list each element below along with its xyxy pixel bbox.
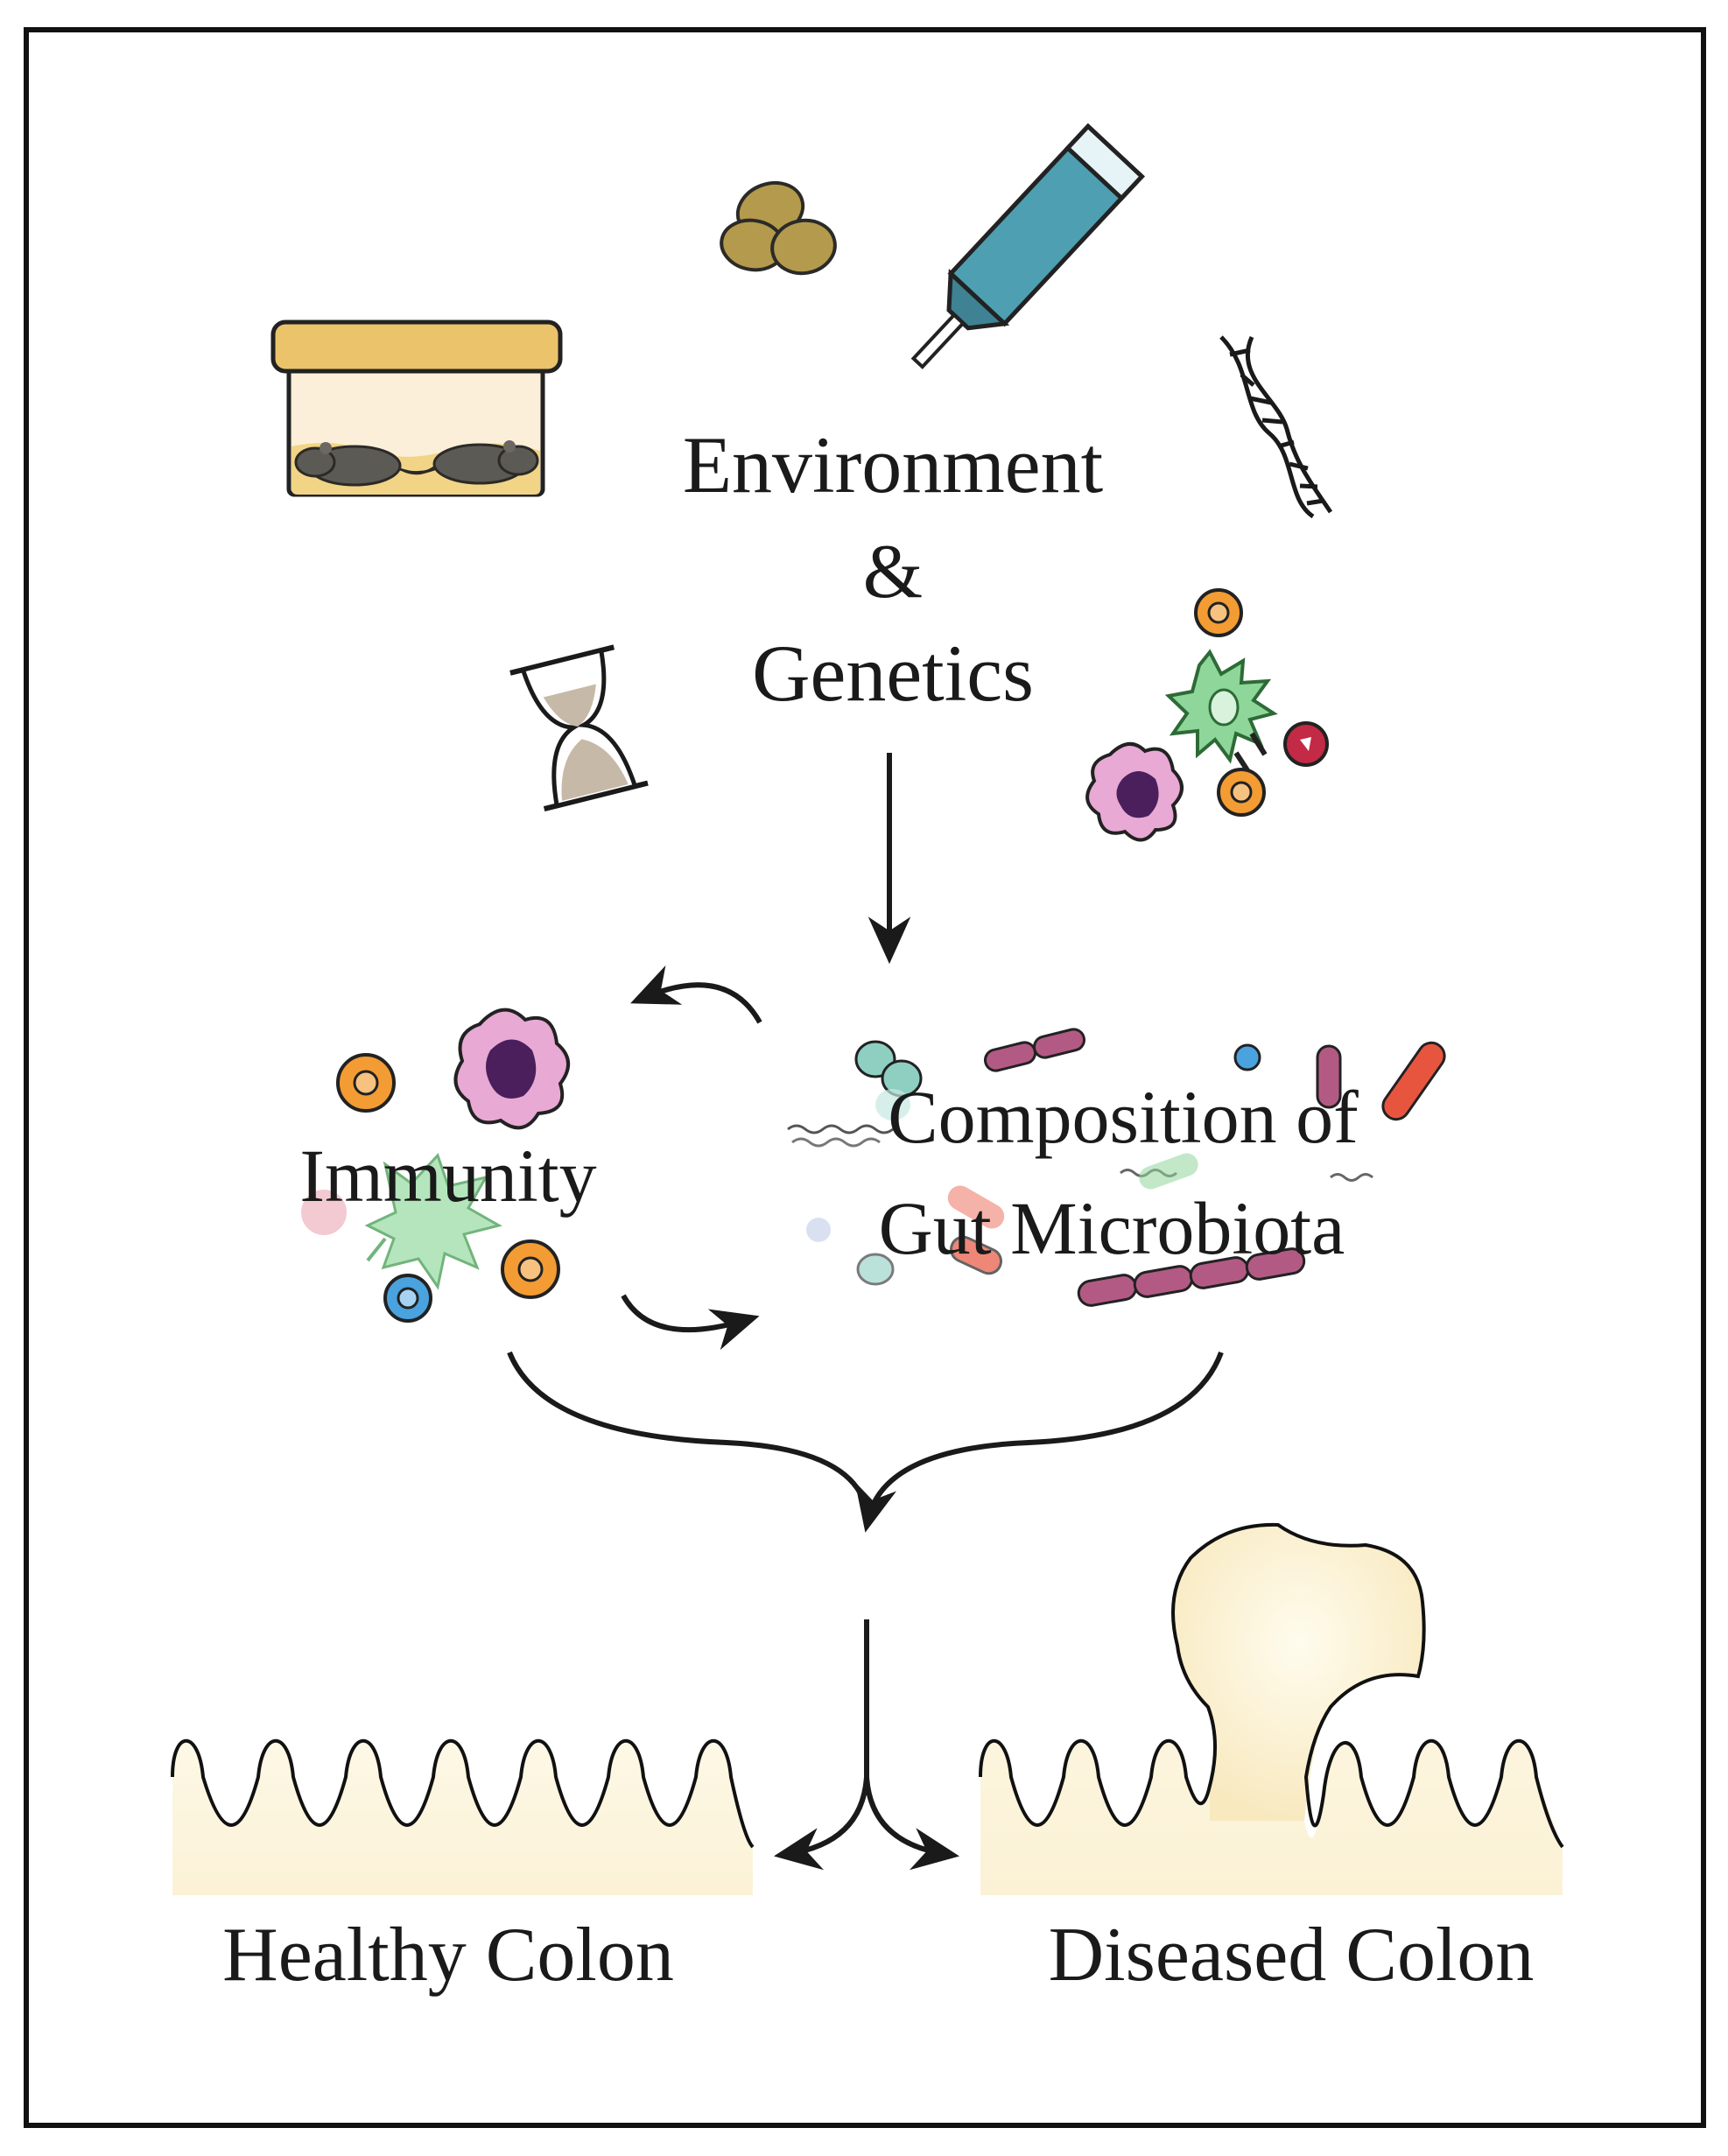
healthy-colon-label: Healthy Colon [222, 1913, 674, 1998]
composition-label-line2: Gut Microbiota [879, 1186, 1345, 1270]
split-arrow-right [864, 1776, 960, 1871]
mouse-shape [404, 440, 539, 485]
orange-cell [336, 1053, 396, 1113]
mouse-cage-icon [270, 320, 563, 497]
ampersand-label: & [863, 530, 923, 614]
spirochete [1330, 1173, 1373, 1182]
faded-red-cell [301, 1190, 347, 1235]
immune-cells-icon [1085, 588, 1329, 842]
teal-diplococcus [854, 1040, 923, 1120]
cycle-arrow-to-immunity [630, 965, 762, 1024]
mouse-shape [294, 442, 443, 487]
split-arrow-left [773, 1776, 869, 1871]
orange-cell [1217, 768, 1266, 817]
hourglass-icon [509, 644, 649, 811]
green-dendritic-cell [364, 1153, 502, 1290]
spirochete [787, 1124, 894, 1134]
food-pellets-icon [720, 180, 837, 276]
composition-label-line1: Composition of [888, 1075, 1359, 1159]
blue-coccus [1233, 1043, 1261, 1071]
faded-coccus [806, 1218, 831, 1242]
faded-red-rod [947, 1185, 1005, 1229]
environment-label: Environment [683, 420, 1104, 509]
magenta-rod [1316, 1044, 1342, 1109]
diseased-colon-tissue-icon [979, 1522, 1564, 1895]
orange-cell [1194, 588, 1243, 637]
water-bottle-icon [910, 123, 1145, 369]
healthy-colon-tissue-icon [171, 1738, 755, 1895]
bacteria-cluster-icon [787, 1028, 1446, 1307]
spirochete [791, 1137, 881, 1148]
magenta-rod-chain [1077, 1247, 1306, 1307]
blue-cell [383, 1274, 432, 1323]
magenta-rod-chain [984, 1028, 1085, 1072]
pink-macrophage-cell [453, 1008, 570, 1130]
pink-macrophage-cell [1085, 742, 1184, 842]
red-cell [1283, 721, 1329, 767]
faded-green-rod [1139, 1153, 1198, 1190]
orange-cell [501, 1240, 560, 1299]
cycle-arrow-to-microbiota [621, 1294, 760, 1351]
immunity-cells-icon [301, 1008, 570, 1323]
red-rod [949, 1235, 1003, 1275]
immunity-label: Immunity [299, 1134, 596, 1218]
faded-teal-coccus [856, 1253, 895, 1286]
merge-curve-right [854, 1351, 1224, 1533]
genetics-label: Genetics [752, 629, 1034, 718]
tumor-polyp-icon [1173, 1524, 1424, 1821]
red-rod [1381, 1041, 1446, 1121]
merge-curve-left [507, 1351, 869, 1511]
diseased-colon-label: Diseased Colon [1049, 1913, 1535, 1998]
dna-helix-icon [1219, 335, 1333, 519]
green-dendritic-cell [1164, 649, 1278, 772]
